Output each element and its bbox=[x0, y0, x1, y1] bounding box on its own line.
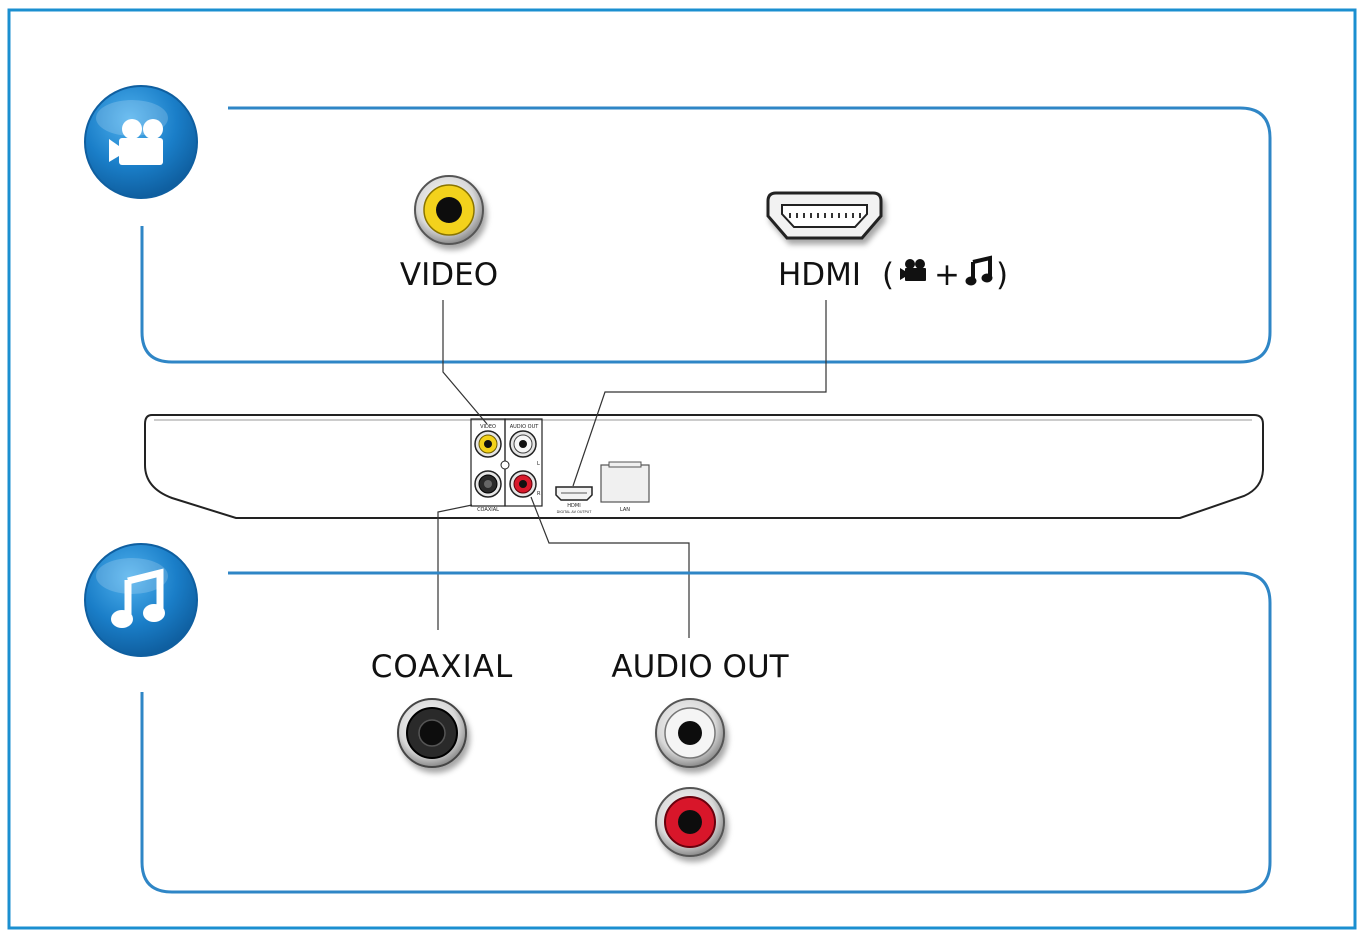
coaxial-leader-line bbox=[437, 504, 473, 630]
audio-out-label: AUDIO OUT bbox=[611, 649, 789, 685]
video-panel-border bbox=[140, 106, 1272, 364]
hdmi-paren-open: ( bbox=[882, 257, 894, 293]
video-camera-icon bbox=[900, 259, 926, 281]
panel-lan-label: LAN bbox=[620, 507, 630, 513]
video-camera-icon bbox=[84, 85, 198, 199]
video-section: VIDEO HDMI ( + bbox=[84, 85, 1272, 364]
panel-right-label: R bbox=[537, 491, 541, 497]
panel-video-label: VIDEO bbox=[480, 424, 496, 430]
panel-video-jack bbox=[474, 430, 502, 458]
hdmi-leader-line bbox=[572, 300, 827, 487]
panel-hdmi-port: HDMI DIGITAL AV OUTPUT bbox=[555, 486, 593, 514]
outer-frame bbox=[7, 8, 1357, 930]
audio-right-jack-icon bbox=[655, 787, 725, 857]
panel-coaxial-jack bbox=[474, 470, 502, 498]
panel-coaxial-label: COAXIAL bbox=[477, 507, 499, 513]
coaxial-label: COAXIAL bbox=[371, 649, 514, 685]
audio-panel-border bbox=[140, 571, 1272, 894]
audio-section: COAXIAL AUDIO OUT bbox=[84, 543, 1272, 894]
panel-audio-right-jack bbox=[509, 470, 537, 498]
music-note-icon bbox=[84, 543, 198, 657]
video-jack-icon bbox=[414, 175, 484, 245]
panel-audio-left-jack bbox=[509, 430, 537, 458]
hdmi-plus: + bbox=[934, 257, 960, 293]
hdmi-paren-close: ) bbox=[996, 257, 1008, 293]
device-rear-panel: VIDEO AUDIO OUT COAXIAL L R bbox=[144, 414, 1264, 519]
panel-hdmi-sublabel: DIGITAL AV OUTPUT bbox=[557, 510, 593, 514]
leader-lines bbox=[437, 300, 827, 638]
audio-left-jack-icon bbox=[655, 698, 725, 768]
panel-left-label: L bbox=[537, 461, 540, 467]
audio-out-leader-line bbox=[530, 496, 690, 638]
video-leader-line bbox=[442, 300, 488, 425]
hdmi-label: HDMI bbox=[778, 257, 861, 293]
panel-hdmi-label: HDMI bbox=[567, 503, 580, 509]
coaxial-jack-icon bbox=[397, 698, 467, 768]
panel-audio-out-label: AUDIO OUT bbox=[510, 424, 540, 430]
video-label: VIDEO bbox=[400, 257, 498, 293]
hdmi-port-icon bbox=[766, 191, 883, 240]
panel-lan-port: LAN bbox=[600, 461, 650, 513]
music-note-icon bbox=[965, 255, 993, 286]
